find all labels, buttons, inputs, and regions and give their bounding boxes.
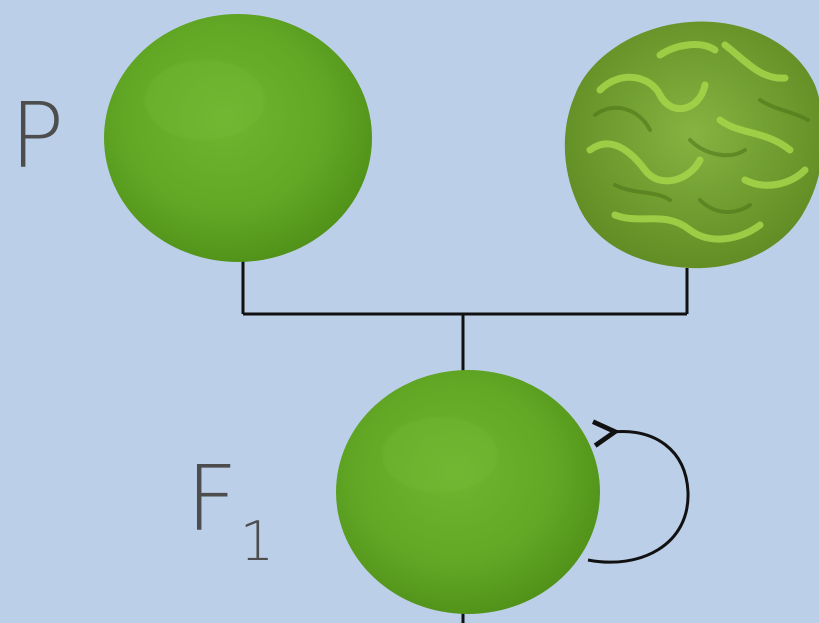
- generation-label-f1: F1: [186, 455, 274, 569]
- wrinkled-pea-parent: [564, 21, 819, 269]
- generation-label-p-text: P: [10, 84, 65, 189]
- cross-connector: [241, 256, 689, 623]
- smooth-pea-offspring: [336, 370, 600, 614]
- generation-label-f-text: F: [186, 447, 238, 552]
- smooth-pea-parent: [104, 14, 372, 262]
- generation-label-f-subscript: 1: [239, 510, 275, 573]
- generation-label-p: P: [10, 92, 64, 182]
- self-pollination-arrow-icon: [587, 419, 690, 564]
